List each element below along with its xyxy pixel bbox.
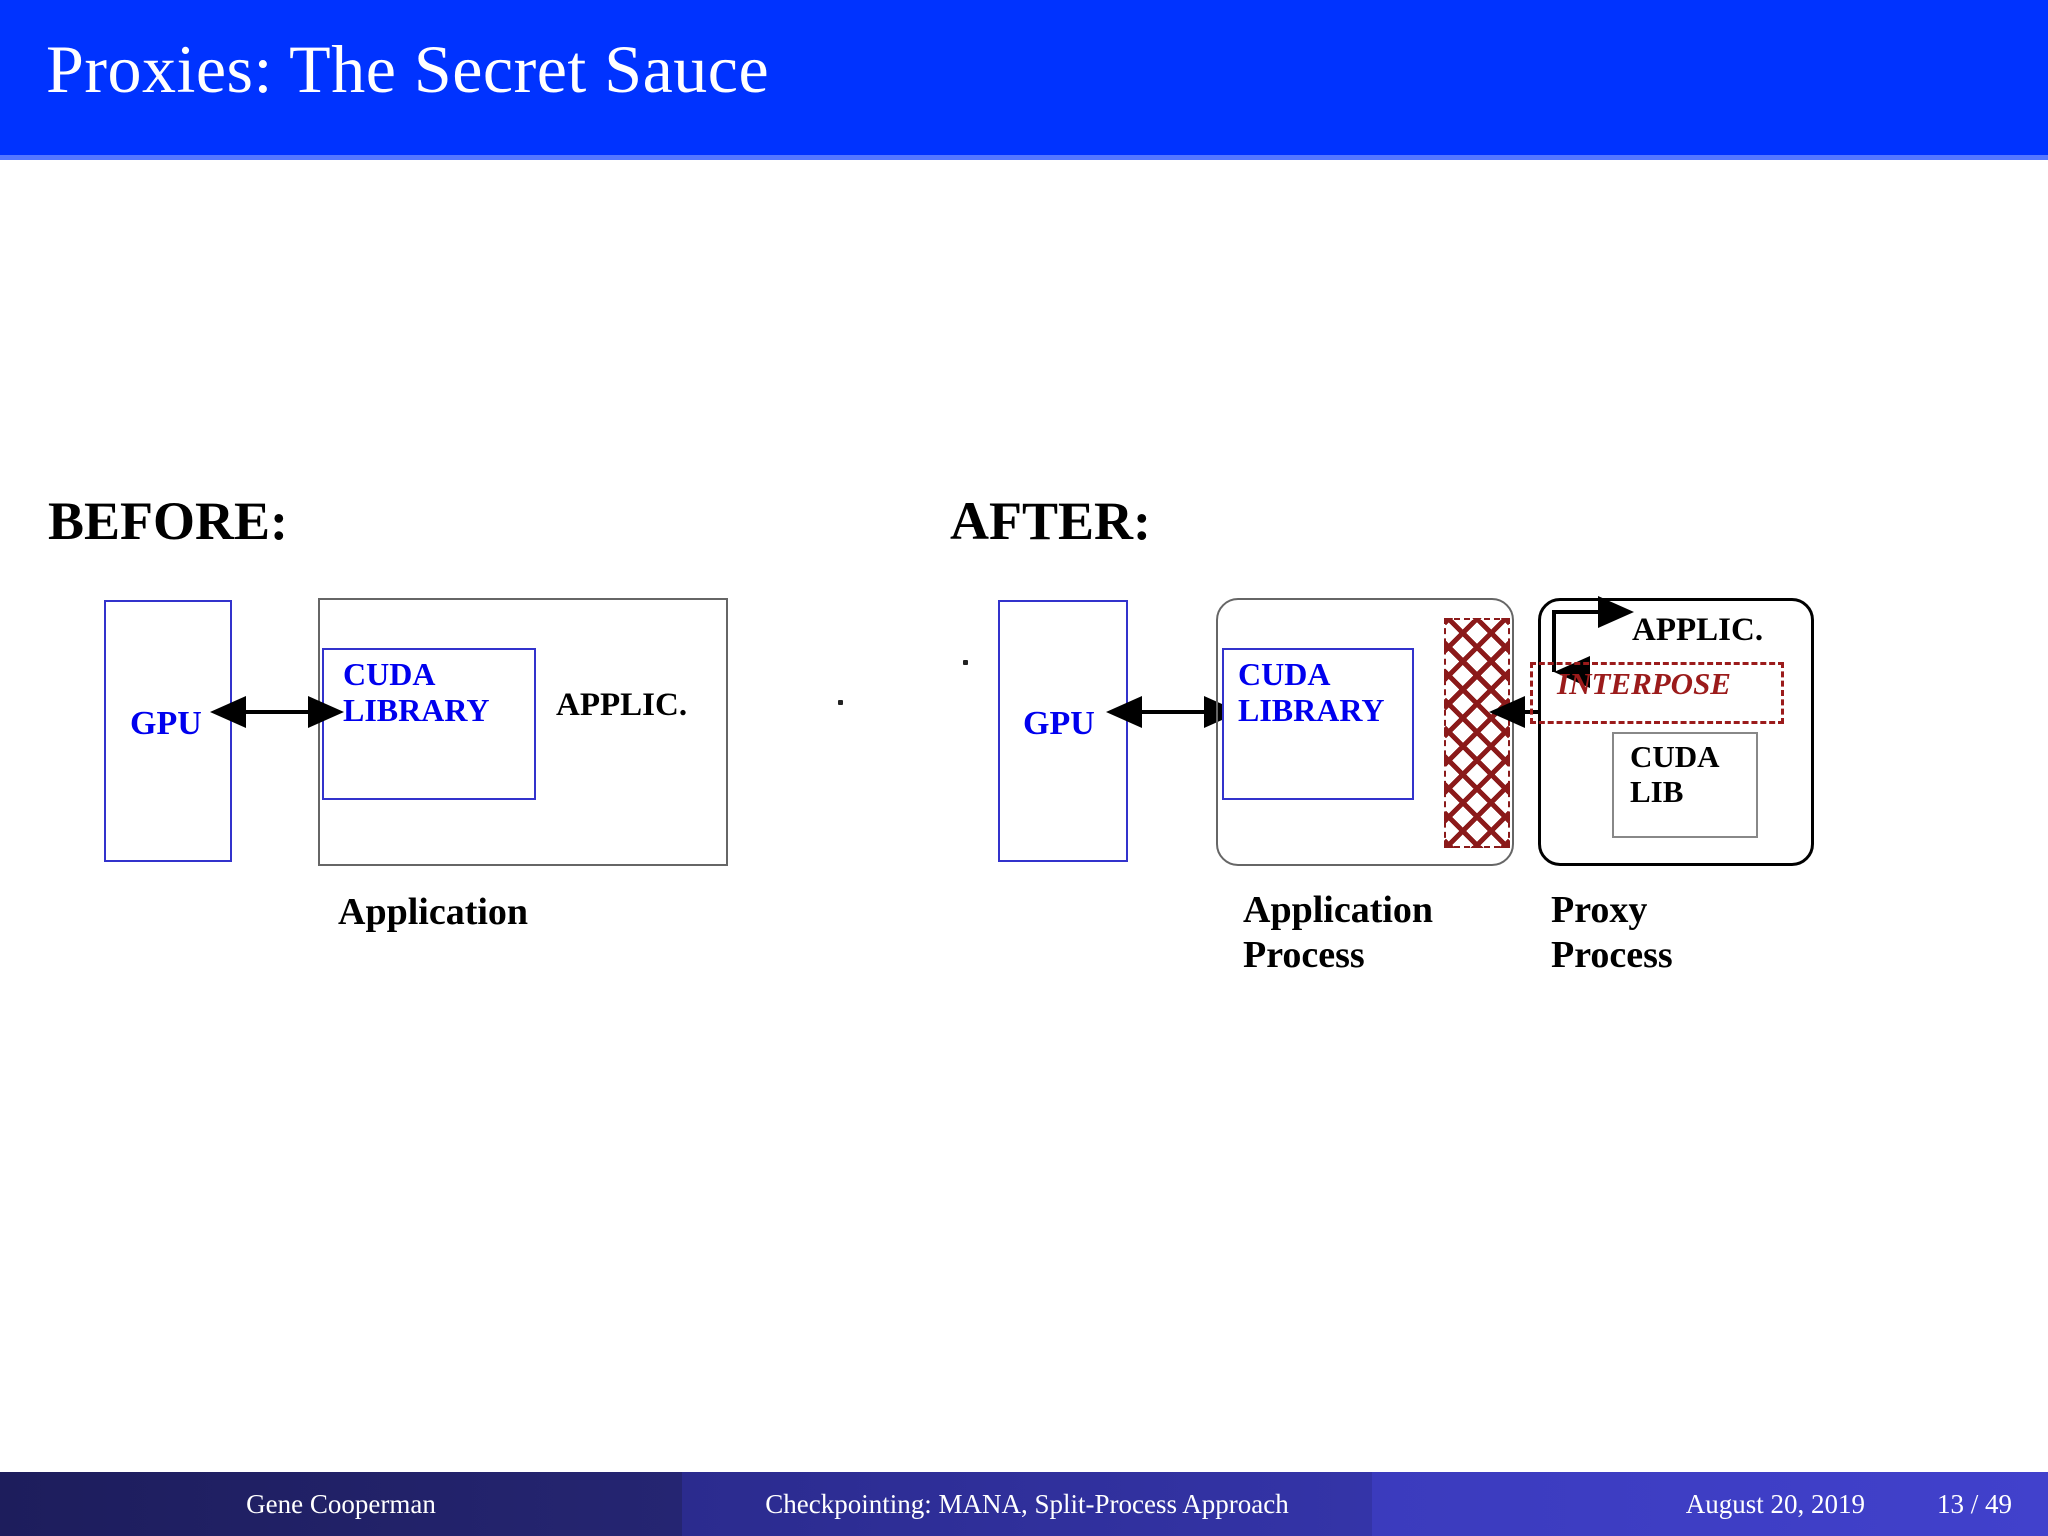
proxy-process-caption: Proxy Process [1551,889,1673,976]
before-application-box [318,598,728,866]
after-section-heading: AFTER: [950,491,1151,551]
before-cuda-library-label: CUDA LIBRARY [343,656,490,728]
footer-meta-cell: August 20, 2019 13 / 49 [1372,1472,2048,1536]
slide-footer: Gene Cooperman Checkpointing: MANA, Spli… [0,1472,2048,1536]
before-gpu-label: GPU [130,705,202,742]
proxy-cuda-lib-box [1612,732,1758,838]
before-applic-label: APPLIC. [556,687,688,723]
after-cuda-library-box [1222,648,1414,800]
interpose-region [1530,662,1784,724]
title-bar-underline [0,155,2048,160]
before-gpu-cuda-double-arrow [210,696,344,728]
after-application-process-box [1216,598,1514,866]
footer-author-cell: Gene Cooperman [0,1472,682,1536]
footer-topic-cell: Checkpointing: MANA, Split-Process Appro… [682,1472,1372,1536]
footer-page-number: 13 / 49 [1936,1488,2012,1519]
interprocess-barrier-hatch [1444,618,1510,848]
proxy-applic-label: APPLIC. [1632,612,1764,648]
after-gpu-label: GPU [1023,705,1095,742]
page-title: Proxies: The Secret Sauce [46,31,770,107]
title-bar [0,0,2048,155]
artifact-dot [963,660,968,665]
before-cuda-library-box [322,648,536,800]
after-gpu-cuda-double-arrow [1106,696,1240,728]
after-application-process-caption: Application Process [1243,889,1434,976]
footer-topic: Checkpointing: MANA, Split-Process Appro… [765,1488,1289,1519]
interpose-label: INTERPOSE [1557,666,1731,701]
before-application-caption: Application [338,891,529,933]
footer-author: Gene Cooperman [246,1488,436,1519]
artifact-dot [838,700,843,705]
after-cuda-library-label: CUDA LIBRARY [1238,656,1385,728]
footer-date: August 20, 2019 [1685,1488,1865,1519]
before-gpu-box [104,600,232,862]
before-section-heading: BEFORE: [48,491,289,551]
after-gpu-box [998,600,1128,862]
proxy-cuda-lib-label: CUDA LIB [1630,739,1720,809]
